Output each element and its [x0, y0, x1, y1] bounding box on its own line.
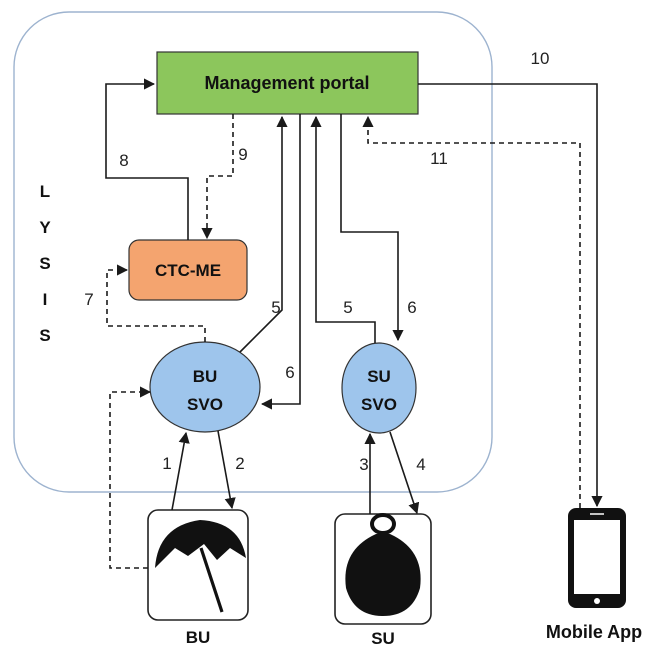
- smartphone-icon: [568, 508, 626, 608]
- edge-10-label: 10: [531, 49, 550, 68]
- edge-5-su-label: 5: [343, 298, 352, 317]
- edge-7: [106, 264, 206, 342]
- management-portal-label: Management portal: [204, 73, 369, 93]
- edge-5-bu-label: 5: [271, 298, 280, 317]
- edge-10: [418, 83, 603, 508]
- edge-6-su-label: 6: [407, 298, 416, 317]
- edge-1: [171, 431, 190, 511]
- su-svo-node: [341, 342, 417, 434]
- ctc-me-label: CTC-ME: [155, 261, 221, 280]
- edge-6-su: [340, 114, 404, 342]
- side-label-letter: Y: [39, 218, 51, 237]
- edge-2-label: 2: [235, 454, 244, 473]
- edge-4: [389, 431, 420, 515]
- management-portal-box: [156, 51, 419, 115]
- side-label-letter: S: [39, 254, 50, 273]
- edge-6-bu: [260, 114, 301, 410]
- edge-4-label: 4: [416, 455, 425, 474]
- weight-icon: [345, 513, 421, 616]
- edge-9: [201, 114, 234, 240]
- su-svo-label-line2: SVO: [361, 395, 397, 414]
- bu-svo-node: [149, 341, 261, 433]
- edge-3-label: 3: [359, 455, 368, 474]
- edge-5-bu: [239, 115, 288, 353]
- side-label-letter: S: [39, 326, 50, 345]
- side-label-letter: L: [40, 182, 50, 201]
- edge-9-label: 9: [238, 145, 247, 164]
- bu-device-label: BU: [186, 628, 211, 647]
- edge-11: [362, 115, 581, 508]
- edge-2: [217, 430, 236, 510]
- umbrella-icon: [155, 520, 246, 613]
- edge-bu-dashed: [109, 386, 152, 569]
- bu-svo-label-line2: SVO: [187, 395, 223, 414]
- edge-7-label: 7: [84, 290, 93, 309]
- su-device-label: SU: [371, 629, 395, 648]
- edge-1-label: 1: [162, 454, 171, 473]
- edge-8-label: 8: [119, 151, 128, 170]
- su-svo-label-line1: SU: [367, 367, 391, 386]
- side-label-letter: I: [43, 290, 48, 309]
- mobile-app-label: Mobile App: [546, 622, 642, 642]
- edge-6-bu-label: 6: [285, 363, 294, 382]
- edge-8: [105, 78, 189, 240]
- edge-5-su: [310, 115, 376, 343]
- bu-svo-label-line1: BU: [193, 367, 218, 386]
- edge-11-label: 11: [430, 149, 448, 168]
- system-side-label: L Y S I S: [39, 182, 51, 345]
- lysis-system-boundary: [13, 11, 493, 493]
